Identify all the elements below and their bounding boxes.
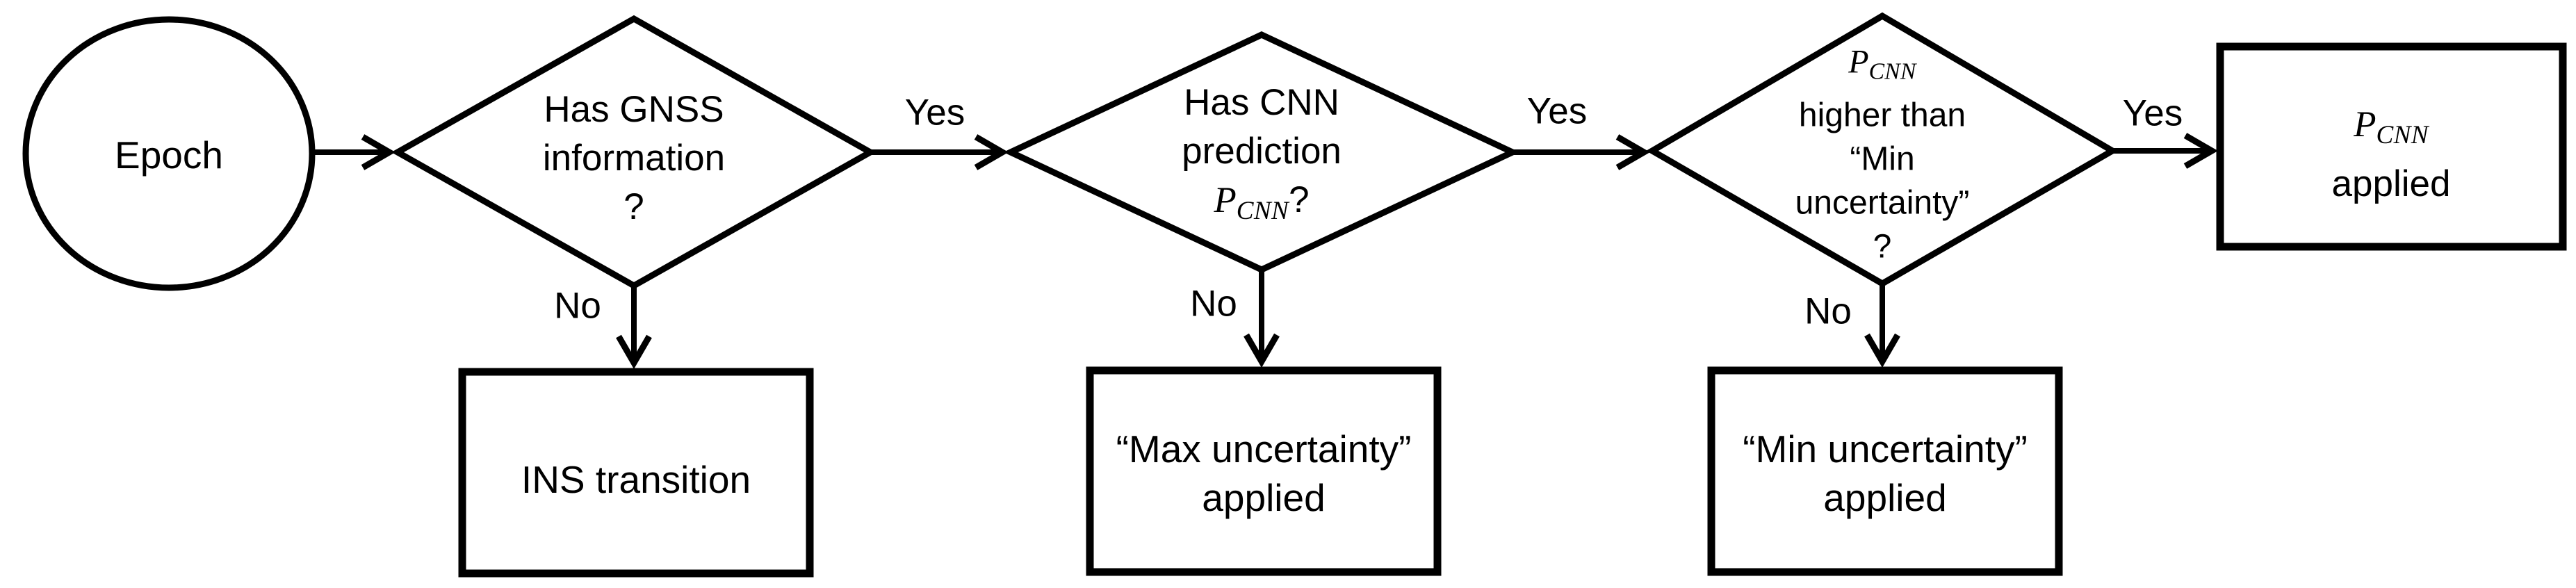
max-uncertainty-box-label: “Max uncertainty” applied [1116, 425, 1412, 522]
decision-gnss-line3: ? [623, 186, 644, 227]
pcnn-applied-box-shape [2216, 42, 2567, 251]
pcnn-formula-subscript: CNN [2376, 121, 2429, 150]
decision-min-line5: ? [1873, 228, 1892, 266]
min-uncertainty-line2: applied [1823, 476, 1947, 519]
decision-cnn-line3: PCNN? [1182, 176, 1342, 236]
decision-cnn-question-mark: ? [1289, 179, 1310, 220]
max-uncertainty-line1: “Max uncertainty” [1116, 427, 1412, 471]
max-uncertainty-line2: applied [1202, 476, 1326, 519]
decision-min-line4: uncertainty” [1795, 184, 1970, 222]
edge-label-no-2: No [1190, 283, 1237, 325]
pcnn-formula-subscript: CNN [1868, 58, 1916, 85]
pcnn-applied-line1: PCNN [2332, 100, 2451, 160]
edge-label-yes-1: Yes [904, 92, 965, 133]
decision-cnn-line2: prediction [1182, 130, 1342, 172]
edge-label-no-3: No [1804, 291, 1852, 332]
pcnn-formula-base: P [1848, 43, 1869, 81]
ins-transition-box-shape [458, 368, 814, 578]
decision-min-line1: PCNN [1795, 40, 1970, 93]
pcnn-applied-box-label: PCNN applied [2332, 100, 2451, 209]
decision-min-line3: “Min [1850, 140, 1915, 178]
pcnn-formula-subscript: CNN [1236, 197, 1289, 226]
decision-min-line2: higher than [1798, 97, 1966, 134]
min-uncertainty-box-label: “Min uncertainty” applied [1743, 425, 2028, 522]
decision-cnn-line1: Has CNN [1184, 81, 1339, 123]
max-uncertainty-box-shape [1086, 366, 1442, 576]
edge-label-no-1: No [554, 285, 601, 327]
decision-gnss-shape [391, 15, 877, 290]
decision-min-uncertainty-shape [1646, 12, 2119, 288]
edge-label-yes-3: Yes [2122, 92, 2183, 134]
decision-gnss-line2: information [542, 138, 726, 179]
pcnn-formula-base: P [2354, 104, 2377, 145]
ins-transition-box-label: INS transition [521, 458, 751, 501]
edge-label-yes-2: Yes [1526, 90, 1588, 132]
pcnn-formula-base: P [1214, 179, 1237, 220]
decision-min-uncertainty-label: PCNN higher than “Min uncertainty” ? [1795, 40, 1970, 268]
pcnn-applied-line2: applied [2331, 163, 2451, 205]
decision-gnss-label: Has GNSS information ? [543, 85, 725, 231]
decision-cnn-shape [1003, 31, 1520, 273]
start-circle-label: Epoch [115, 133, 223, 177]
decision-cnn-label: Has CNN prediction PCNN? [1182, 79, 1342, 236]
decision-gnss-line1: Has GNSS [544, 89, 724, 130]
min-uncertainty-line1: “Min uncertainty” [1743, 427, 2028, 471]
min-uncertainty-box-shape [1707, 366, 2063, 576]
start-circle-shape [22, 16, 316, 291]
